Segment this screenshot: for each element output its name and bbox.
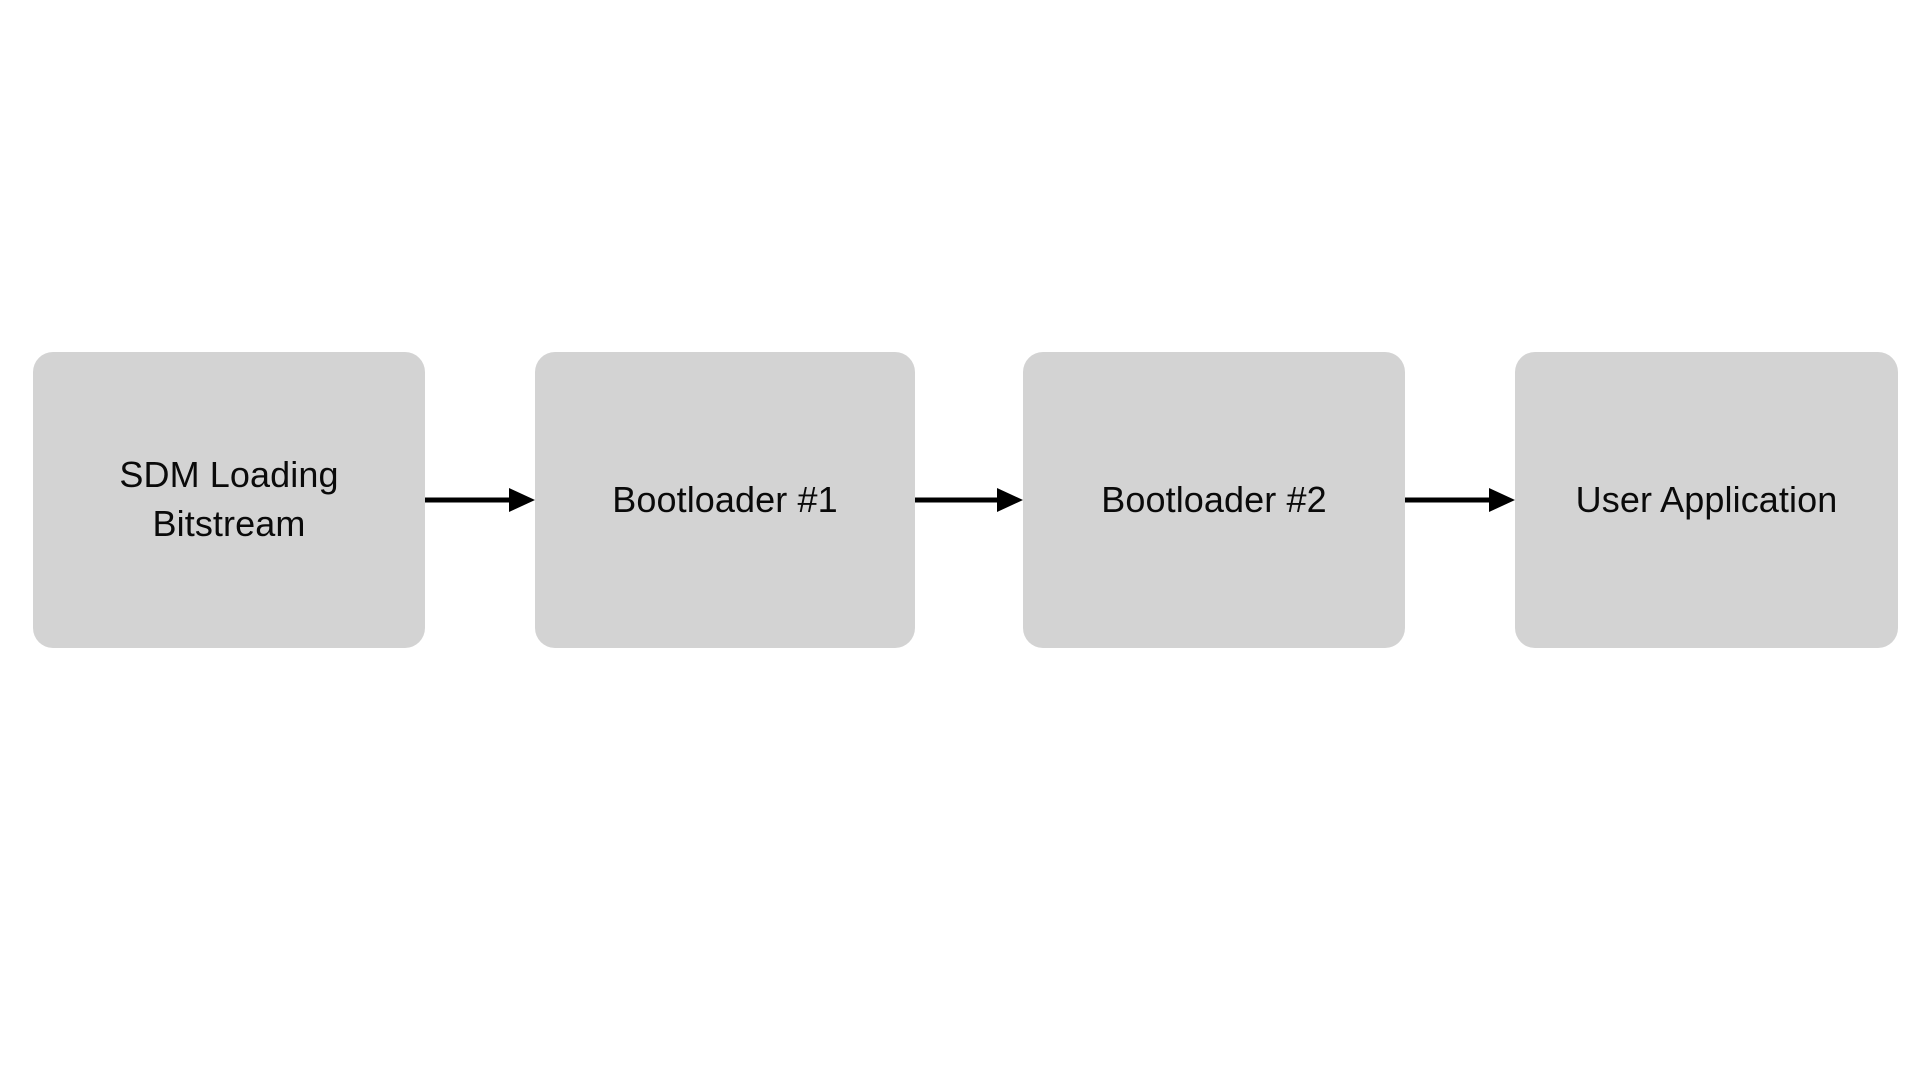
node-label-bootloader-2: Bootloader #2	[1101, 478, 1327, 520]
boot-flow-sequence: SDM Loading Bitstream Bootloader #1 Boot…	[0, 352, 1920, 648]
node-label-user-application: User Application	[1575, 478, 1838, 520]
node-user-application[interactable]: User Application	[1515, 352, 1898, 648]
edge-bootloader1-to-bootloader2[interactable]	[915, 352, 1023, 648]
edge-bootloader2-to-user-application[interactable]	[1405, 352, 1515, 648]
node-sdm-loading-bitstream[interactable]: SDM Loading Bitstream	[33, 352, 425, 648]
edge-sdm-to-bootloader1[interactable]	[425, 352, 535, 648]
node-bootloader-2[interactable]: Bootloader #2	[1023, 352, 1405, 648]
arrow-right-icon	[1405, 488, 1515, 512]
arrow-right-icon	[425, 488, 535, 512]
node-label-bootloader-1: Bootloader #1	[612, 478, 838, 520]
node-label-sdm-loading-bitstream: SDM Loading Bitstream	[119, 454, 339, 544]
node-bootloader-1[interactable]: Bootloader #1	[535, 352, 915, 648]
arrow-right-icon	[915, 488, 1023, 512]
